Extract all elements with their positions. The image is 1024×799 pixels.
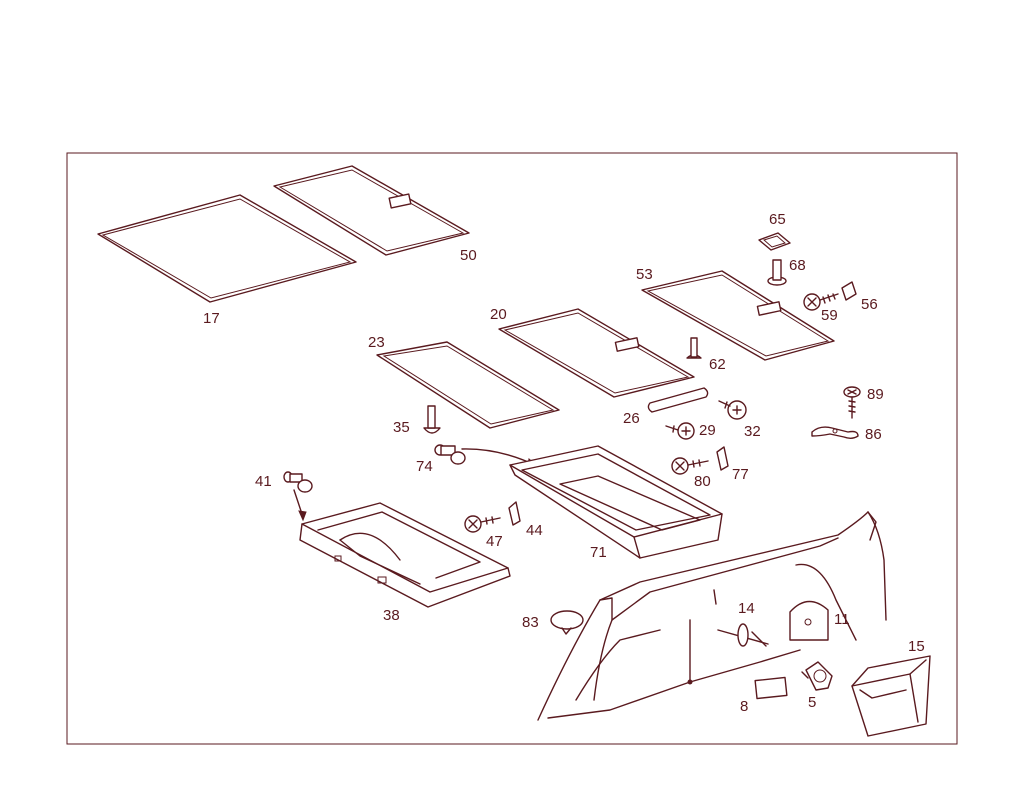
label-89: 89 xyxy=(867,386,884,403)
label-86: 86 xyxy=(865,426,882,443)
part-80-screw xyxy=(671,457,709,475)
part-50-cover-panel xyxy=(273,165,470,256)
part-26-trim-strip xyxy=(647,387,709,413)
label-68: 68 xyxy=(789,257,806,274)
label-23: 23 xyxy=(368,334,385,351)
label-65: 65 xyxy=(769,211,786,228)
part-38-tray-bracket xyxy=(299,502,511,608)
part-11-cover xyxy=(789,600,829,641)
part-86-bracket xyxy=(811,426,859,439)
label-8: 8 xyxy=(740,698,748,715)
label-74: 74 xyxy=(416,458,433,475)
label-53: 53 xyxy=(636,266,653,283)
part-47-screw xyxy=(464,515,501,533)
part-23-long-panel xyxy=(376,341,560,429)
part-83-cap xyxy=(550,610,584,635)
part-65-grommet xyxy=(758,232,791,251)
part-77-clip xyxy=(716,446,729,471)
label-38: 38 xyxy=(383,607,400,624)
label-26: 26 xyxy=(623,410,640,427)
label-80: 80 xyxy=(694,473,711,490)
part-35-bolt xyxy=(423,405,441,434)
label-50: 50 xyxy=(460,247,477,264)
label-56: 56 xyxy=(861,296,878,313)
label-29: 29 xyxy=(699,422,716,439)
label-11: 11 xyxy=(834,611,850,628)
label-71: 71 xyxy=(590,544,607,561)
label-14: 14 xyxy=(738,600,755,617)
part-14-screw xyxy=(717,623,769,647)
diagram-frame xyxy=(66,152,958,745)
part-32-screw xyxy=(718,400,747,420)
label-47: 47 xyxy=(486,533,503,550)
part-71-storage-tray xyxy=(509,445,723,559)
label-15: 15 xyxy=(908,638,925,655)
label-83: 83 xyxy=(522,614,539,631)
label-62: 62 xyxy=(709,356,726,373)
label-35: 35 xyxy=(393,419,410,436)
part-59-screw xyxy=(803,293,839,311)
part-53-side-panel xyxy=(641,270,835,361)
part-17-floor-panel xyxy=(97,194,357,303)
part-8-pad xyxy=(754,676,788,700)
part-labels: 17 50 65 68 53 56 59 20 23 62 89 86 26 3… xyxy=(203,211,925,715)
label-32: 32 xyxy=(744,423,761,440)
part-41-rivet xyxy=(283,471,313,522)
part-89-screw xyxy=(843,386,861,419)
label-20: 20 xyxy=(490,306,507,323)
label-5: 5 xyxy=(808,694,816,711)
label-77: 77 xyxy=(732,466,749,483)
part-56-clip xyxy=(841,281,857,301)
part-44-clip xyxy=(508,501,521,526)
label-59: 59 xyxy=(821,307,838,324)
part-20-center-panel xyxy=(498,308,695,398)
part-29-screw xyxy=(665,422,695,440)
part-62-bolt xyxy=(686,337,702,359)
part-68-stud xyxy=(767,259,787,286)
part-5-holder xyxy=(801,661,833,691)
label-17: 17 xyxy=(203,310,220,327)
part-15-pocket xyxy=(851,655,931,737)
side-trim-lining xyxy=(537,511,887,721)
label-44: 44 xyxy=(526,522,543,539)
label-41: 41 xyxy=(255,473,272,490)
